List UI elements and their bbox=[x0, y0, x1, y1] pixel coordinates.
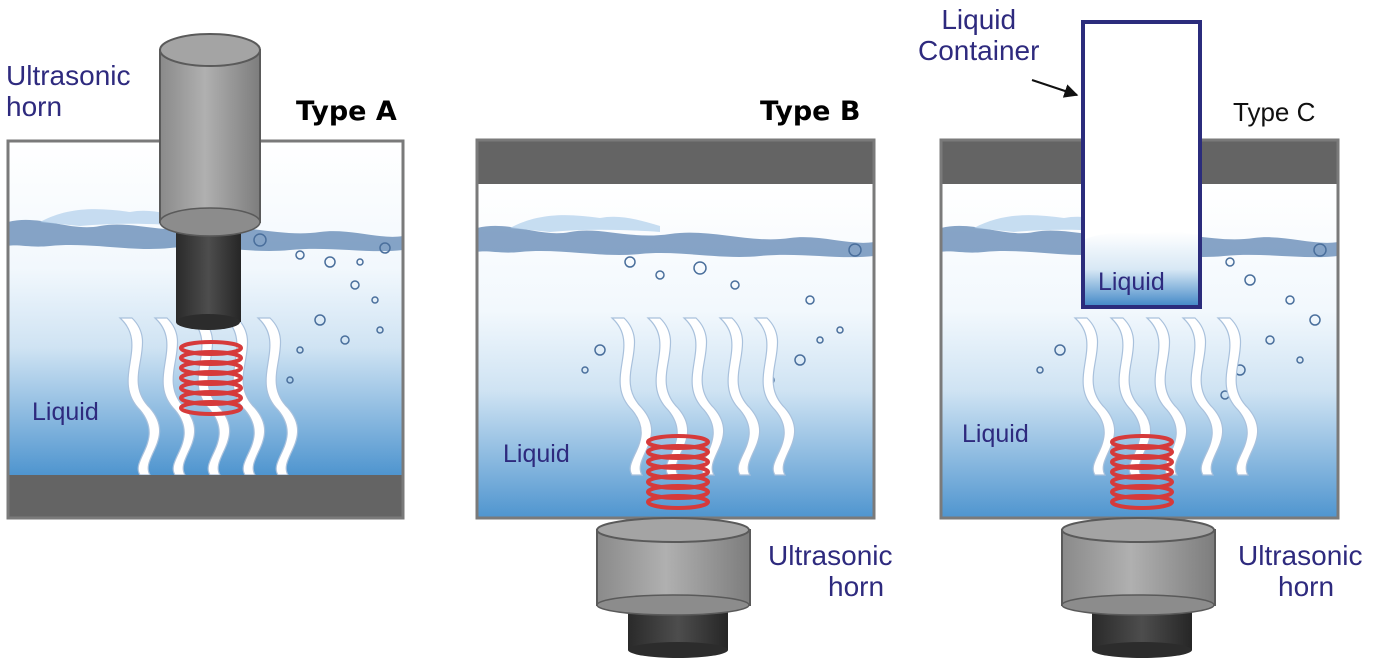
horn-a-label-line2: horn bbox=[6, 91, 63, 123]
tank-a-sound-waves bbox=[118, 317, 299, 476]
panel-type-b bbox=[475, 138, 876, 658]
type-b-label: Type B bbox=[760, 96, 861, 127]
tank-a-bubbles bbox=[253, 233, 391, 384]
horn-b-top bbox=[596, 517, 750, 543]
tank-c-vibration-rings bbox=[1110, 434, 1174, 510]
tank-b-liquid-label: Liquid bbox=[503, 440, 570, 468]
horn-a-tip bbox=[176, 222, 241, 322]
container-lid-gap bbox=[1083, 140, 1200, 184]
tank-b-vibration-rings bbox=[646, 434, 710, 510]
tank-b-surface-foam bbox=[510, 215, 660, 232]
horn-a bbox=[159, 33, 261, 330]
container-pointer-arrow bbox=[1031, 79, 1079, 98]
tank-a-liquid-label: Liquid bbox=[32, 398, 99, 426]
type-a-label: Type A bbox=[296, 96, 397, 127]
liquid-container bbox=[1081, 20, 1202, 309]
container-label-line1: Liquid bbox=[941, 4, 1017, 35]
horn-c-label: Ultrasonic horn bbox=[1238, 540, 1362, 603]
tank-a-base bbox=[8, 475, 403, 518]
horn-c-top bbox=[1061, 517, 1215, 543]
tank-a-vibration-rings bbox=[179, 340, 243, 416]
panel-type-a bbox=[6, 33, 405, 520]
panel-type-c bbox=[939, 20, 1340, 658]
type-c-label: Type C bbox=[1233, 97, 1316, 127]
container-liquid bbox=[1083, 231, 1200, 307]
container-liquid-label: Liquid bbox=[1098, 268, 1165, 296]
tank-b-surface bbox=[477, 225, 874, 258]
horn-a-label-line1: Ultrasonic bbox=[6, 60, 131, 91]
horn-a-label: Ultrasonic horn bbox=[6, 60, 130, 123]
horn-b bbox=[596, 517, 751, 658]
horn-b-label-line1: Ultrasonic bbox=[768, 540, 893, 571]
container-label-line2: Container bbox=[918, 35, 1040, 67]
container-label: Liquid Container bbox=[918, 4, 1039, 67]
horn-b-label: Ultrasonic horn bbox=[768, 540, 892, 603]
horn-a-body bbox=[159, 49, 261, 223]
container-outline bbox=[1081, 20, 1202, 309]
horn-c-label-line2: horn bbox=[1278, 571, 1335, 603]
horn-a-top bbox=[159, 33, 261, 67]
tank-a-surface-foam bbox=[40, 209, 190, 226]
tank-b-lid bbox=[477, 140, 874, 184]
horn-b-label-line2: horn bbox=[828, 571, 885, 603]
horn-c bbox=[1061, 517, 1216, 658]
horn-c-label-line1: Ultrasonic bbox=[1238, 540, 1363, 571]
tank-c-liquid-label: Liquid bbox=[962, 420, 1029, 448]
